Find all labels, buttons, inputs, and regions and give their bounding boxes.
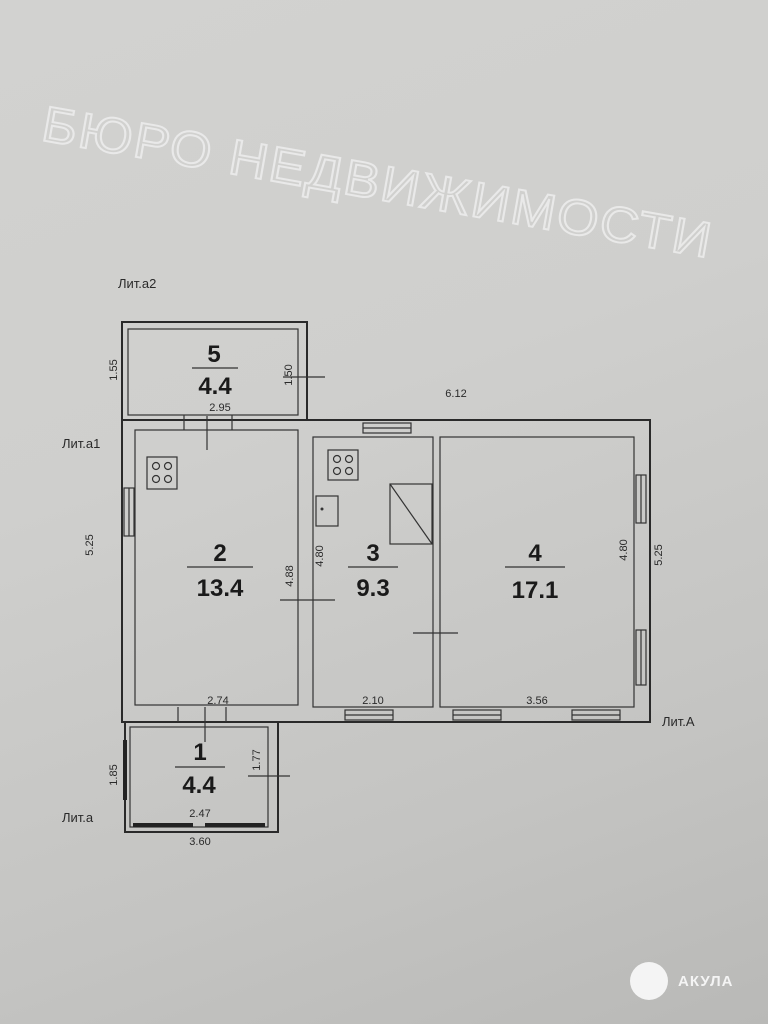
room-1-outer-width: 3.60 (189, 836, 210, 848)
label-lit-a2: Лит.а2 (118, 276, 156, 291)
overall-width: 6.12 (445, 388, 466, 400)
room-4-number: 4 (528, 540, 542, 567)
windows (123, 422, 647, 721)
room-5-area: 4.4 (198, 373, 232, 400)
room-1-width: 2.47 (189, 808, 210, 820)
room-1-area: 4.4 (182, 772, 216, 799)
room-5-number: 5 (207, 341, 220, 368)
room-3-wall (312, 436, 434, 708)
label-lit-a1: Лит.а1 (62, 436, 100, 451)
overall-height-left: 5.25 (84, 534, 96, 555)
main-outer-wall (121, 419, 651, 723)
stove-icon (327, 449, 359, 481)
room-1-door (123, 740, 127, 800)
room-1-door-bottom (133, 823, 193, 827)
room-1-inner-wall (129, 726, 269, 828)
room-3-width: 2.10 (362, 695, 383, 707)
room-1-height: 1.77 (251, 749, 263, 770)
room-3-area: 9.3 (356, 575, 389, 602)
section-marks (177, 376, 458, 777)
room-1-outer-height: 1.85 (108, 764, 120, 785)
room-5-outer-height: 1.55 (108, 359, 120, 380)
room-2-width: 2.74 (207, 695, 228, 707)
room-1-door-bottom-2 (205, 823, 265, 827)
room-3-number: 3 (366, 540, 379, 567)
room-1-number: 1 (193, 739, 206, 766)
shark-logo-icon (630, 962, 668, 1000)
label-lit-A: Лит.А (662, 714, 695, 729)
label-lit-a: Лит.а (62, 810, 94, 825)
akula-logo: АКУЛА (630, 962, 733, 1000)
room-4-height: 4.80 (618, 539, 630, 560)
room-2-height: 4.88 (284, 565, 296, 586)
walls (121, 321, 651, 833)
stove-icon (146, 456, 178, 490)
room-2-area: 13.4 (197, 575, 244, 602)
room-5-width: 2.95 (209, 402, 230, 414)
overall-height-right: 5.25 (653, 544, 665, 565)
room-5-height: 1.50 (283, 364, 295, 385)
room-4-wall (439, 436, 635, 708)
sink-icon (315, 495, 339, 527)
room-2-number: 2 (213, 540, 226, 567)
room-2-wall (134, 429, 299, 706)
room-4-width: 3.56 (526, 695, 547, 707)
room-5-inner-wall (127, 328, 299, 416)
room-3-height: 4.80 (314, 545, 326, 566)
stairs-icon (389, 483, 433, 545)
watermark: БЮРО НЕДВИЖИМОСТИ (38, 96, 717, 269)
logo-text: АКУЛА (678, 972, 734, 990)
room-4-area: 17.1 (512, 577, 559, 604)
